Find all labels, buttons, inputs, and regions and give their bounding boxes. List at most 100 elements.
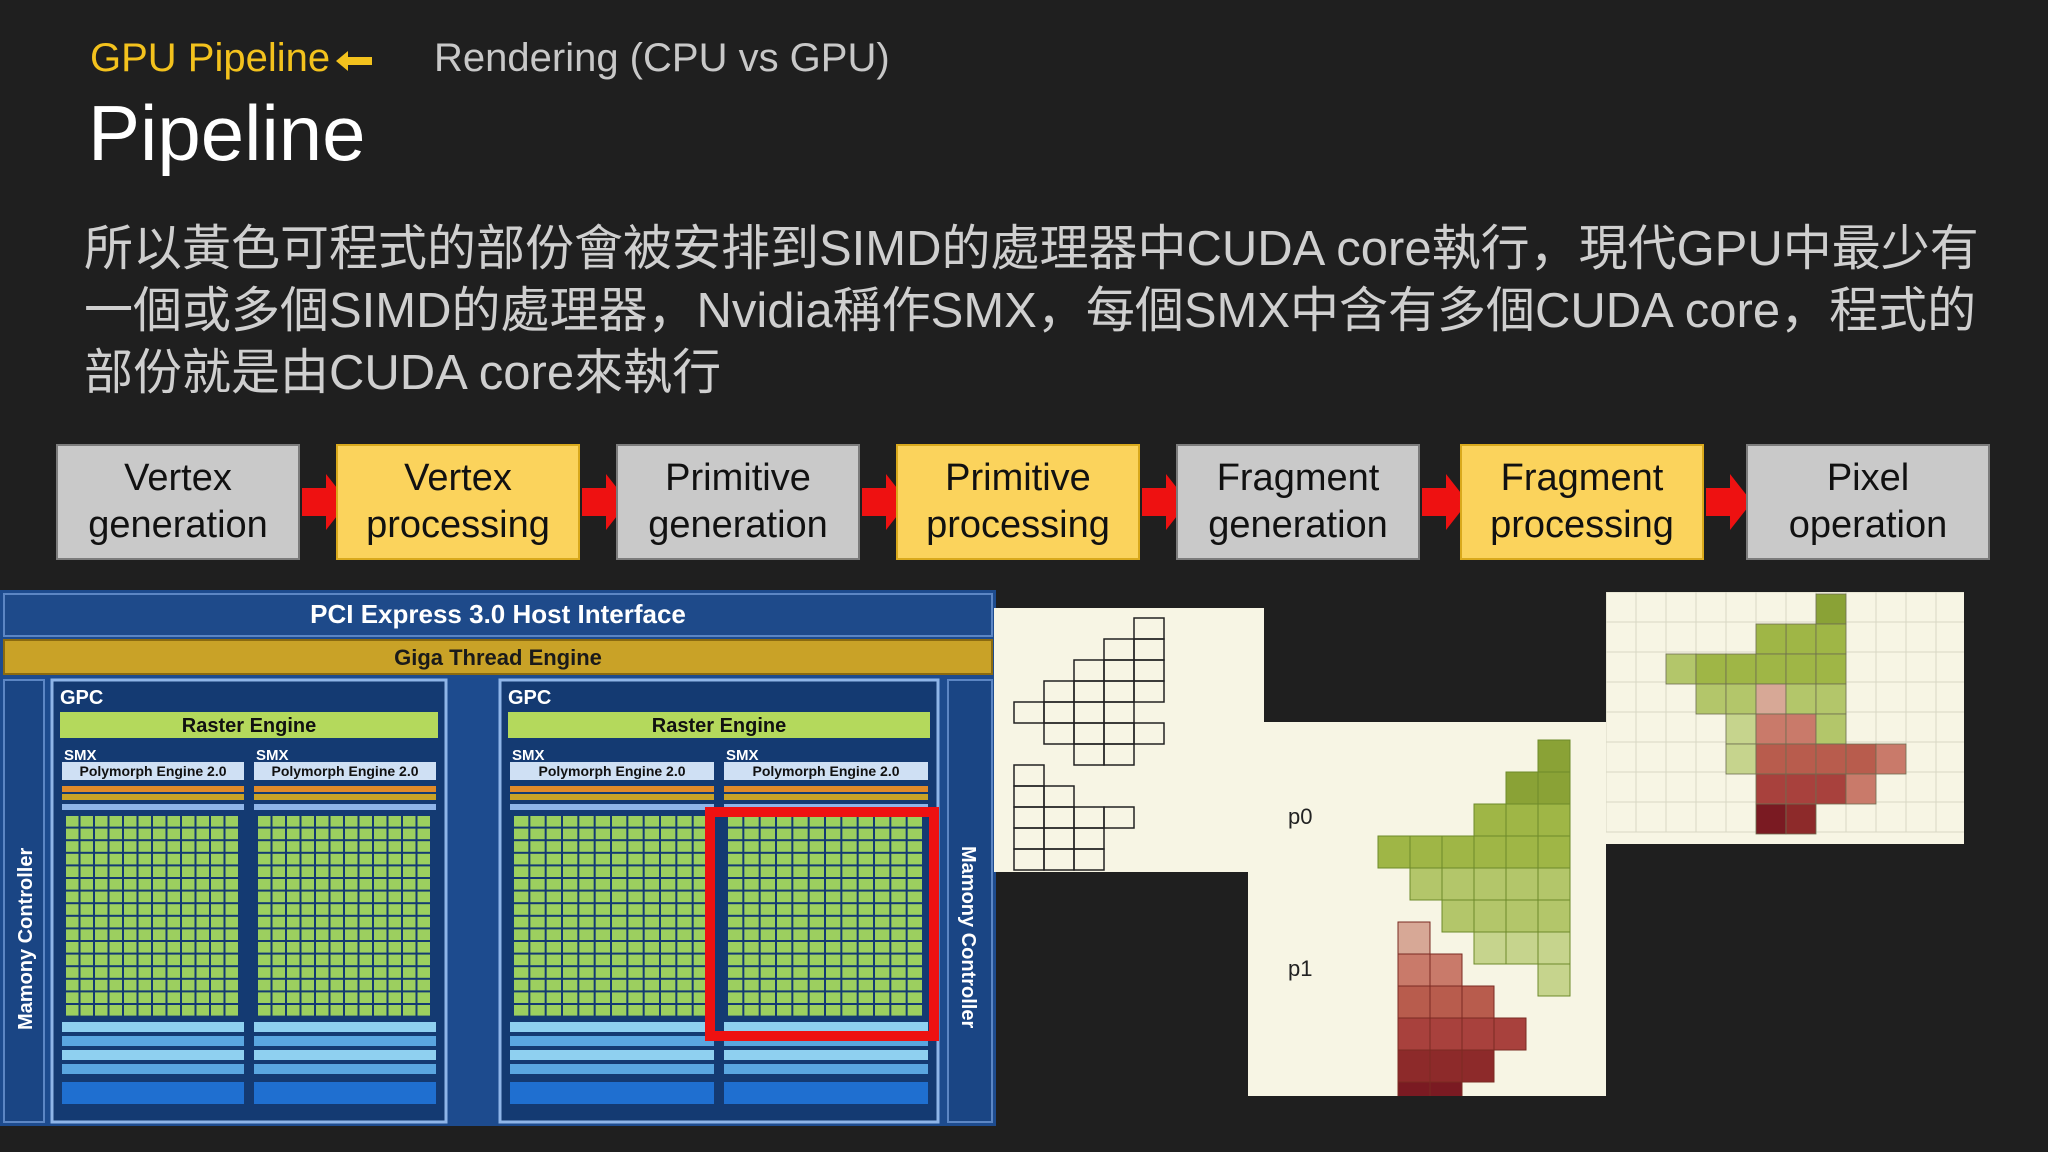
cuda-core [760, 853, 775, 865]
cuda-core [153, 904, 166, 915]
cuda-core [777, 929, 792, 940]
cuda-core [316, 967, 329, 978]
cuda-core [907, 967, 922, 978]
cuda-core [138, 1005, 151, 1016]
cuda-core [374, 992, 387, 1003]
cuda-core [211, 853, 224, 865]
polymorph-engine-label: Polymorph Engine 2.0 [752, 763, 899, 779]
polymorph-engine-label: Polymorph Engine 2.0 [79, 763, 226, 779]
cuda-core [514, 967, 529, 978]
cuda-core [891, 979, 906, 991]
thread-engine-label: Giga Thread Engine [394, 645, 602, 670]
cuda-core [138, 904, 151, 915]
final-pixel [1755, 713, 1787, 745]
fragment-cell-p0 [1505, 803, 1539, 837]
cuda-core [677, 816, 692, 827]
arrow-right-icon [1422, 474, 1468, 530]
cuda-core [403, 954, 416, 966]
cuda-core [628, 891, 643, 903]
outline-cell [1133, 680, 1165, 703]
cuda-core [330, 866, 343, 877]
cuda-core [595, 992, 610, 1003]
polymorph-engine-label: Polymorph Engine 2.0 [538, 763, 685, 779]
cuda-core [66, 853, 79, 865]
cuda-core [891, 866, 906, 877]
cuda-core [138, 879, 151, 890]
final-pixel [1785, 713, 1817, 745]
cuda-core [301, 904, 314, 915]
gpc-label: GPC [508, 687, 551, 709]
cuda-core [124, 866, 137, 877]
cuda-core [744, 866, 759, 877]
cuda-core [563, 979, 578, 991]
load-store-bar [724, 1064, 928, 1074]
cuda-core [842, 853, 857, 865]
stage-vertex-processing: Vertex processing [336, 444, 580, 560]
cuda-core [530, 853, 545, 865]
cuda-core [359, 904, 372, 915]
polymorph-engine-bar [510, 762, 714, 780]
texture-unit-bar [62, 1082, 244, 1104]
cuda-core [677, 929, 692, 940]
final-pixel [1725, 713, 1757, 745]
fragment-cell-p0 [1441, 835, 1475, 869]
cuda-core [760, 929, 775, 940]
load-store-bar [724, 1050, 928, 1060]
cuda-core [563, 992, 578, 1003]
cuda-core [760, 904, 775, 915]
cuda-core [595, 816, 610, 827]
cuda-core [258, 1005, 271, 1016]
cuda-core [760, 916, 775, 928]
cuda-core [777, 891, 792, 903]
breadcrumb[interactable]: GPU Pipeline [90, 36, 373, 81]
cuda-core [595, 904, 610, 915]
cuda-core [196, 828, 209, 840]
cuda-core [182, 979, 195, 991]
cuda-core [272, 816, 285, 827]
cuda-core [826, 1005, 841, 1016]
cuda-core [842, 828, 857, 840]
cuda-core [661, 942, 676, 953]
cuda-core [530, 942, 545, 953]
cuda-core [842, 816, 857, 827]
cuda-core [693, 816, 708, 827]
fragment-cell-p1 [1397, 953, 1431, 987]
cuda-core [777, 841, 792, 852]
cuda-core [891, 816, 906, 827]
cuda-core [644, 828, 659, 840]
cuda-core [858, 992, 873, 1003]
cuda-core [677, 942, 692, 953]
final-pixel [1815, 743, 1847, 775]
cuda-core [563, 841, 578, 852]
cuda-core [546, 816, 561, 827]
final-pixel [1785, 773, 1817, 805]
cuda-core [403, 967, 416, 978]
cuda-core [875, 929, 890, 940]
cuda-core [109, 816, 122, 827]
cuda-core [907, 904, 922, 915]
cuda-core [595, 942, 610, 953]
cuda-core [661, 904, 676, 915]
cuda-core [272, 1005, 285, 1016]
cuda-core [388, 816, 401, 827]
cuda-core [345, 942, 358, 953]
cuda-core [345, 929, 358, 940]
cuda-core [225, 954, 238, 966]
cuda-core [153, 929, 166, 940]
cuda-core [287, 992, 300, 1003]
cuda-core [546, 929, 561, 940]
fragment-cell-p0 [1377, 835, 1411, 869]
cuda-core [858, 942, 873, 953]
cuda-core [858, 866, 873, 877]
cuda-core [826, 891, 841, 903]
cuda-core [287, 891, 300, 903]
outline-cell [1073, 848, 1105, 871]
cuda-core [891, 828, 906, 840]
cuda-core [345, 879, 358, 890]
cuda-core [563, 929, 578, 940]
cuda-core [272, 916, 285, 928]
cuda-core [546, 853, 561, 865]
fragment-cell-p1 [1429, 1049, 1463, 1083]
cuda-core [330, 891, 343, 903]
cuda-core [417, 979, 430, 991]
